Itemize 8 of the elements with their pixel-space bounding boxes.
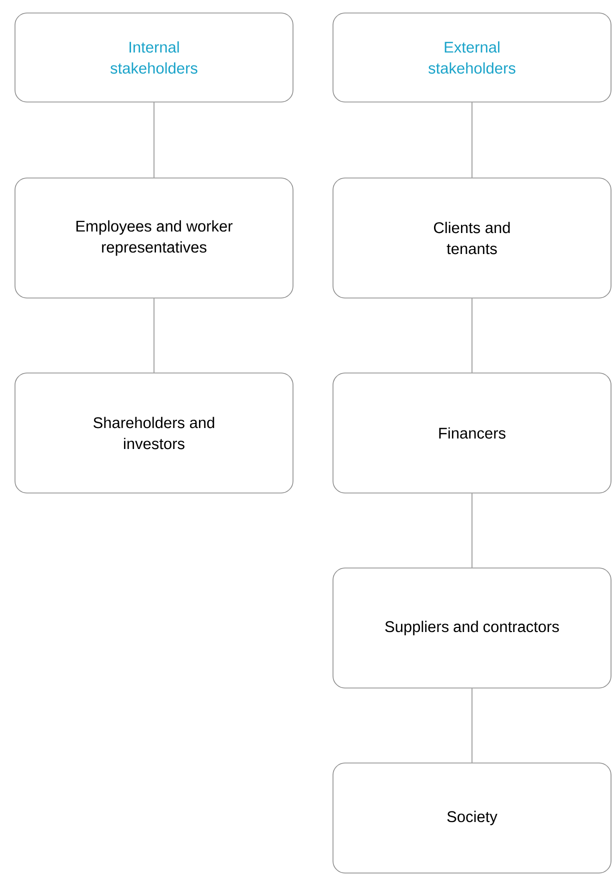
group-header-box: Internal stakeholders xyxy=(14,12,294,102)
stakeholder-box: Financers xyxy=(332,372,612,494)
group-header-box: External stakeholders xyxy=(332,12,612,102)
stakeholder-box: Employees and worker representatives xyxy=(14,178,294,298)
stakeholder-box: Shareholders and investors xyxy=(14,372,294,494)
stakeholder-box: Clients and tenants xyxy=(332,178,612,298)
stakeholder-box: Society xyxy=(332,762,612,874)
stakeholder-box: Suppliers and contractors xyxy=(332,568,612,688)
